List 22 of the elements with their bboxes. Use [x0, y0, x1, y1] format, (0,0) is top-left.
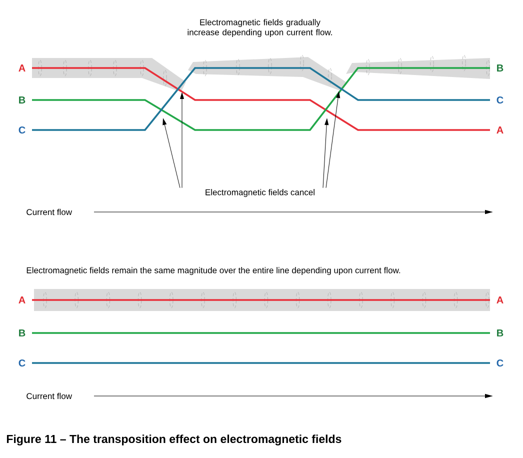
annotation-text: Electromagnetic fields cancel [206, 189, 314, 197]
annotation-text: Electromagnetic fields gradually increase depending upon current flow. [188, 19, 332, 37]
field-band [188, 54, 346, 91]
leader-arrow [162, 118, 180, 188]
phase-letter: C [18, 126, 26, 134]
phase-letter: C [496, 96, 504, 104]
field-band [346, 54, 490, 79]
phase-letter: B [497, 330, 504, 336]
phase-letter: A [496, 126, 504, 134]
leader-arrow [326, 92, 340, 188]
leader-arrow [322, 118, 329, 188]
caption: Figure 11 – The transposition effect on electromagnetic fields [6, 434, 342, 446]
leader-arrow [180, 92, 184, 188]
phase-letter: B [19, 96, 26, 104]
phase-letter: B [19, 330, 26, 336]
phase-letter: C [496, 359, 504, 367]
phase-letter: C [18, 359, 26, 367]
field-band [32, 58, 186, 92]
field-band [34, 289, 490, 311]
axis-label: Current flow [26, 392, 72, 400]
axis-label: Current flow [26, 208, 72, 216]
annotation-text: Electromagnetic fields remain the same magnitude over the entire line depending upon current flow. [26, 267, 400, 275]
